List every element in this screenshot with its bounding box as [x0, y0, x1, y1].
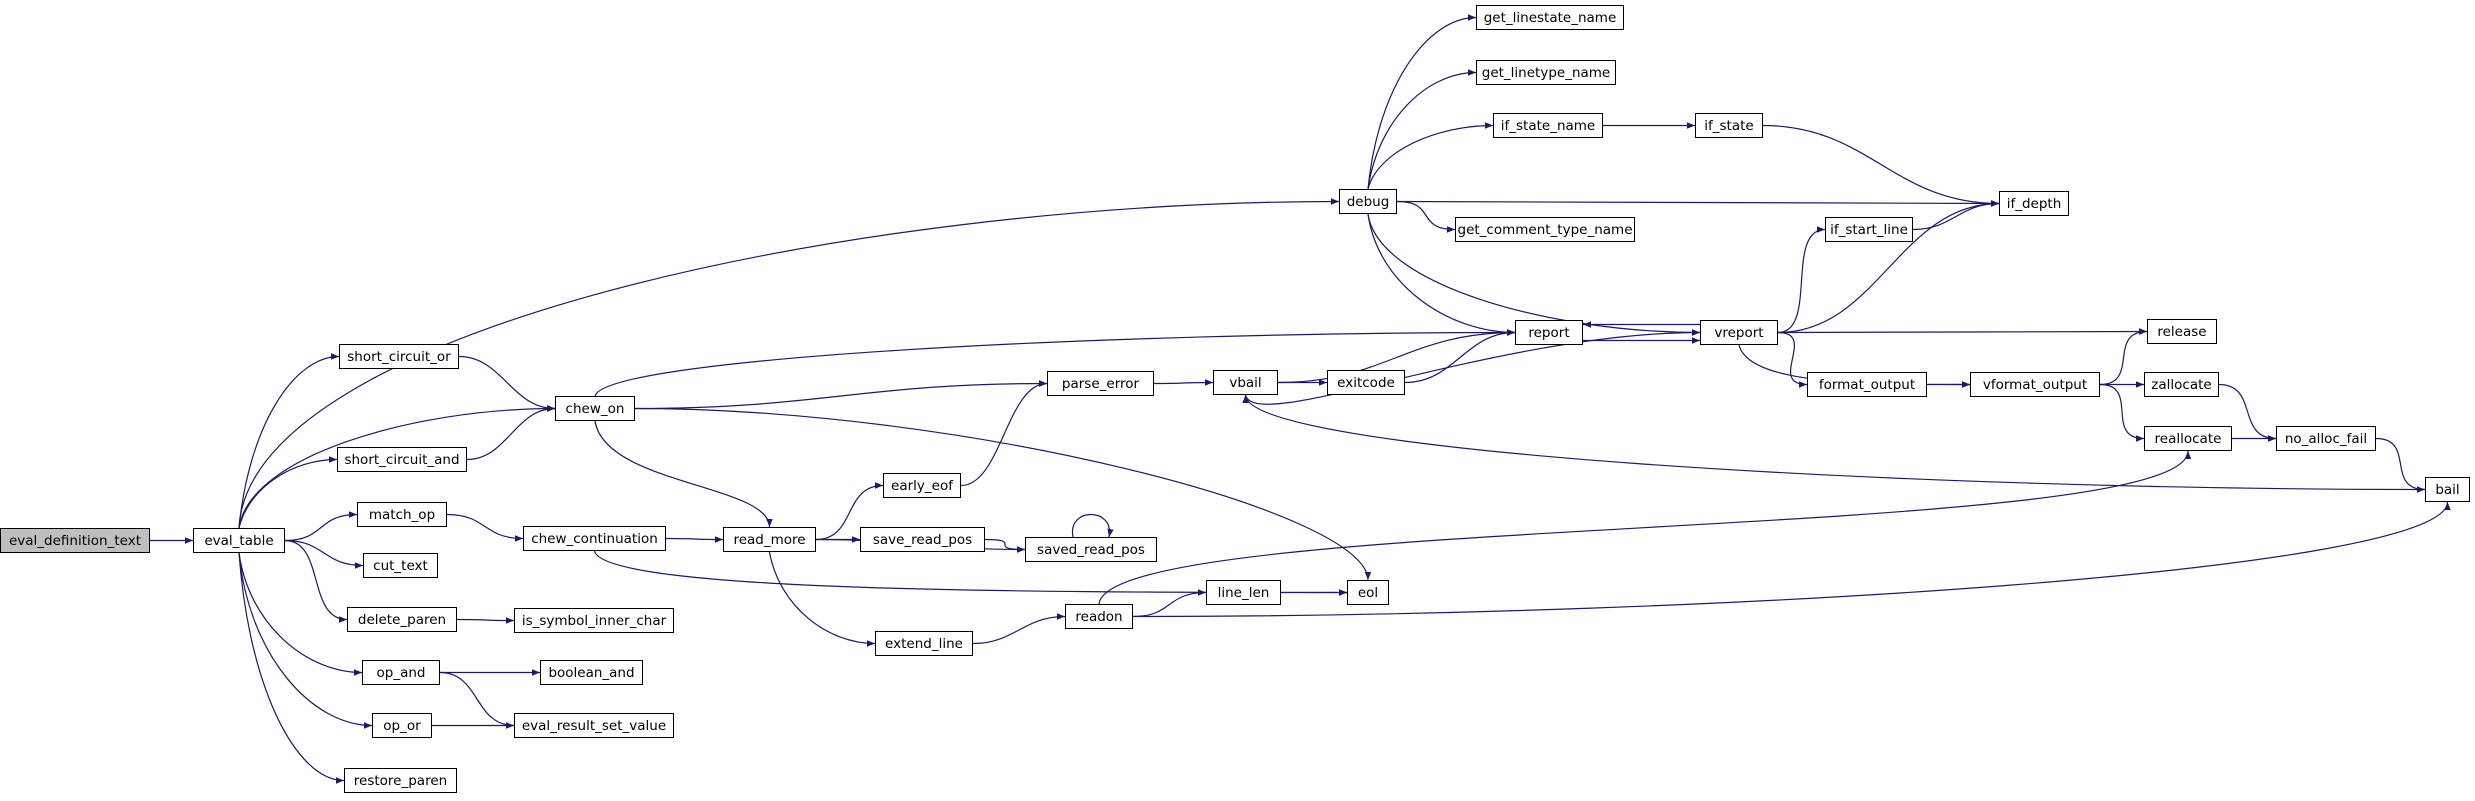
node-delete-paren[interactable]: delete_paren — [347, 607, 457, 632]
node-if-depth[interactable]: if_depth — [1999, 191, 2069, 216]
edge-eval_table-to-short_circuit_or — [238, 353, 340, 529]
edge-debug-to-get_comment_type_name — [1396, 200, 1456, 233]
edge-save_read_pos-to-saved_read_pos — [984, 538, 1026, 553]
edge-exitcode-to-report — [1404, 329, 1516, 384]
node-readon[interactable]: readon — [1065, 604, 1133, 629]
edge-op_and-to-eval_result_set_value — [439, 671, 515, 729]
node-zallocate[interactable]: zallocate — [2144, 372, 2219, 397]
node-extend-line[interactable]: extend_line — [875, 631, 973, 656]
edge-bail-to-vbail — [1242, 394, 2426, 491]
edge-vreport-to-if_depth — [1777, 200, 2000, 334]
edge-vformat_output-to-reallocate — [2099, 383, 2145, 442]
edge-vformat_output-to-release — [2099, 328, 2148, 386]
node-get-linetype-name[interactable]: get_linetype_name — [1476, 60, 1616, 85]
edge-extend_line-to-readon — [972, 613, 1066, 645]
edge-if_start_line-to-if_depth — [1912, 200, 2000, 231]
node-chew-on[interactable]: chew_on — [555, 396, 635, 421]
edge-eval_table-to-op_and — [238, 552, 363, 676]
edge-debug-to-report — [1367, 213, 1516, 336]
edge-eval_table-to-op_or — [238, 552, 373, 729]
edge-chew_on-to-report — [594, 329, 1516, 397]
edge-no_alloc_fail-to-bail — [2375, 437, 2426, 493]
edge-match_op-to-chew_continuation — [446, 513, 524, 542]
edge-short_circuit_or-to-chew_on — [458, 355, 556, 412]
edge-chew_continuation-to-read_more — [665, 536, 724, 543]
edge-eval_table-to-match_op — [284, 511, 358, 542]
edge-eval_table-to-short_circuit_and — [238, 456, 338, 529]
edge-vreport-to-release — [1777, 328, 2148, 335]
node-vformat-output[interactable]: vformat_output — [1970, 372, 2100, 397]
node-vbail[interactable]: vbail — [1213, 370, 1278, 395]
edge-eval_table-to-debug — [238, 198, 1340, 529]
edge-eval_table-to-delete_paren — [284, 539, 348, 623]
node-chew-continuation[interactable]: chew_continuation — [523, 526, 666, 551]
node-op-and[interactable]: op_and — [362, 660, 440, 685]
edge-saved_read_pos-to-saved_read_pos — [1072, 514, 1114, 538]
node-format-output[interactable]: format_output — [1807, 372, 1927, 397]
edge-early_eof-to-parse_error — [960, 380, 1048, 487]
edge-read_more-to-extend_line — [768, 551, 876, 647]
node-if-state[interactable]: if_state — [1695, 113, 1763, 138]
edge-debug-to-if_depth — [1396, 200, 2000, 207]
node-is-symbol-inner-char[interactable]: is_symbol_inner_char — [514, 608, 674, 633]
edge-readon-to-bail — [1132, 501, 2451, 618]
edge-debug-to-vreport — [1367, 213, 1701, 336]
node-short-circuit-and[interactable]: short_circuit_and — [337, 447, 467, 472]
node-if-state-name[interactable]: if_state_name — [1493, 113, 1603, 138]
node-eval-result-set-value[interactable]: eval_result_set_value — [514, 713, 674, 738]
node-eol[interactable]: eol — [1347, 580, 1389, 605]
edge-vbail-to-report — [1277, 329, 1516, 384]
node-get-linestate-name[interactable]: get_linestate_name — [1476, 5, 1624, 30]
node-bail[interactable]: bail — [2425, 477, 2470, 502]
node-release[interactable]: release — [2147, 319, 2217, 344]
edge-parse_error-to-vbail — [1153, 379, 1214, 386]
node-match-op[interactable]: match_op — [357, 502, 447, 527]
node-no-alloc-fail[interactable]: no_alloc_fail — [2276, 426, 2376, 451]
edge-zallocate-to-no_alloc_fail — [2218, 383, 2277, 442]
node-eval-table[interactable]: eval_table — [193, 528, 285, 553]
node-reallocate[interactable]: reallocate — [2144, 426, 2232, 451]
edge-debug-to-if_state_name — [1367, 122, 1494, 190]
node-line-len[interactable]: line_len — [1206, 580, 1281, 605]
node-vreport[interactable]: vreport — [1700, 320, 1778, 345]
edge-vreport-to-format_output — [1777, 331, 1808, 388]
edge-eval_table-to-cut_text — [284, 539, 364, 569]
node-saved-read-pos[interactable]: saved_read_pos — [1025, 537, 1157, 562]
node-boolean-and[interactable]: boolean_and — [540, 660, 643, 685]
edge-readon-to-reallocate — [1098, 450, 2192, 605]
edge-debug-to-get_linestate_name — [1367, 14, 1477, 190]
node-short-circuit-or[interactable]: short_circuit_or — [339, 344, 459, 369]
node-read-more[interactable]: read_more — [723, 527, 816, 552]
node-parse-error[interactable]: parse_error — [1047, 371, 1154, 396]
node-eval-definition-text: eval_definition_text — [0, 528, 150, 553]
node-exitcode[interactable]: exitcode — [1327, 370, 1405, 395]
edge-if_state-to-if_depth — [1762, 124, 2000, 207]
node-report[interactable]: report — [1515, 320, 1583, 345]
edge-vreport-to-if_start_line — [1777, 226, 1826, 334]
node-op-or[interactable]: op_or — [372, 713, 432, 738]
edge-short_circuit_and-to-chew_on — [466, 405, 556, 461]
node-cut-text[interactable]: cut_text — [363, 553, 438, 578]
node-save-read-pos[interactable]: save_read_pos — [860, 527, 985, 552]
edge-read_more-to-early_eof — [815, 482, 884, 541]
node-early-eof[interactable]: early_eof — [883, 473, 961, 498]
node-debug[interactable]: debug — [1339, 189, 1397, 214]
edge-chew_on-to-eol — [634, 407, 1372, 581]
edge-readon-to-line_len — [1132, 589, 1207, 618]
node-get-comment-type-name[interactable]: get_comment_type_name — [1455, 217, 1635, 242]
edge-chew_on-to-read_more — [594, 420, 773, 528]
node-if-start-line[interactable]: if_start_line — [1825, 217, 1913, 242]
edge-chew_on-to-parse_error — [634, 380, 1048, 410]
node-restore-paren[interactable]: restore_paren — [344, 768, 457, 793]
edge-debug-to-get_linetype_name — [1367, 69, 1477, 190]
edge-delete_paren-to-is_symbol_inner_char — [456, 617, 515, 624]
edge-eval_table-to-restore_paren — [238, 552, 345, 784]
